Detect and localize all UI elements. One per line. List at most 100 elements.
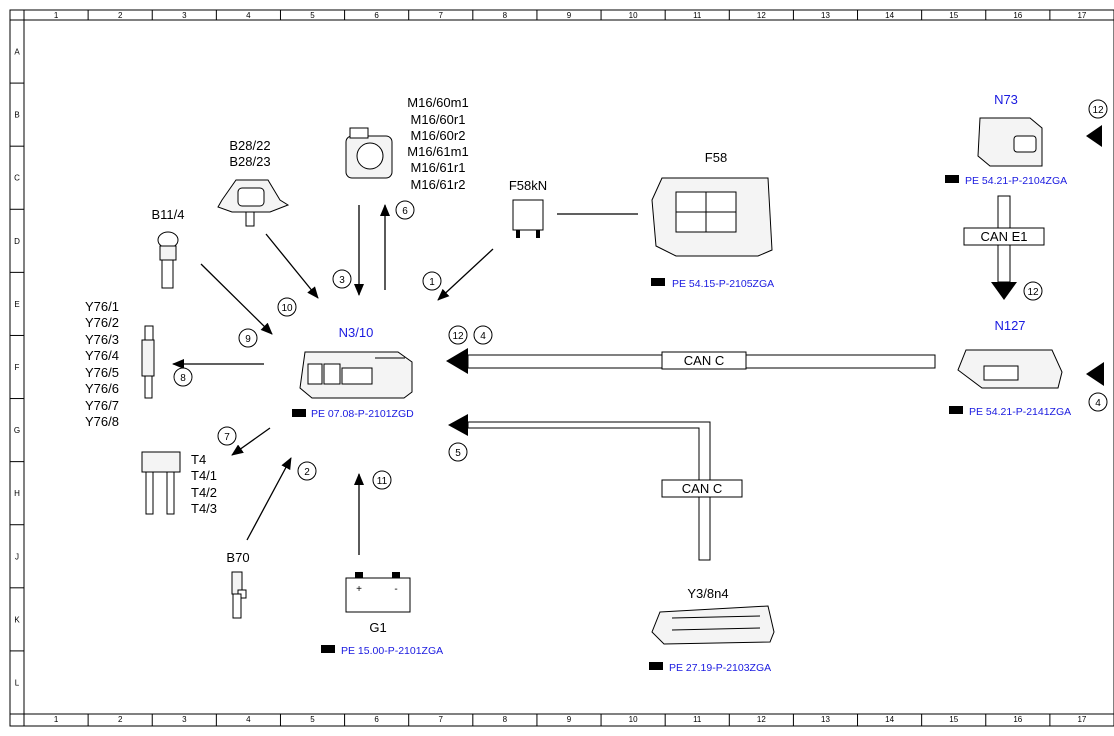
row-letter: D: [14, 237, 20, 246]
m16-throttle-actuator[interactable]: M16/60m1 M16/60r1 M16/60r2 M16/61m1 M16/…: [345, 95, 469, 192]
n3-10-control-unit[interactable]: N3/10 PE 07.08-P-2101ZGD: [292, 325, 414, 420]
column-number: 7: [439, 11, 444, 20]
m16-61m1-label: M16/61m1: [407, 144, 468, 159]
marker-9: 9: [245, 334, 251, 345]
n127-ref-link[interactable]: PE 54.21-P-2141ZGA: [969, 406, 1071, 418]
column-number: 14: [885, 715, 894, 724]
column-number: 13: [821, 715, 830, 724]
marker-2: 2: [304, 467, 310, 478]
column-number: 4: [246, 715, 251, 724]
b70-label: B70: [226, 550, 249, 565]
y76-2-label: Y76/2: [85, 315, 119, 330]
marker-1: 1: [429, 277, 435, 288]
column-number: 13: [821, 11, 830, 20]
f58kn-label: F58kN: [509, 178, 547, 193]
n73-ignition-switch[interactable]: N73 PE 54.21-P-2104ZGA: [945, 92, 1067, 187]
ref-icon: [292, 409, 306, 417]
column-number: 12: [757, 11, 766, 20]
b28-22-label: B28/22: [229, 138, 270, 153]
marker-circles: [173, 99, 1108, 490]
column-number: 10: [629, 715, 638, 724]
off-page-arrows: [1086, 125, 1104, 386]
column-number: 9: [567, 715, 572, 724]
g1-battery[interactable]: + - G1 PE 15.00-P-2101ZGA: [321, 572, 443, 657]
drawing-frame: 1122334455667788991010111112121313141415…: [9, 9, 1114, 727]
ref-icon: [649, 662, 663, 670]
y76-6-label: Y76/6: [85, 381, 119, 396]
marker-7: 7: [224, 432, 230, 443]
y76-1-label: Y76/1: [85, 299, 119, 314]
column-number: 4: [246, 11, 251, 20]
column-number: 7: [439, 715, 444, 724]
column-number: 17: [1077, 715, 1086, 724]
marker-4-b: 4: [1095, 398, 1101, 409]
marker-12-b: 12: [1027, 287, 1039, 298]
b11-4-sensor[interactable]: B11/4: [151, 207, 185, 289]
n73-ref-link[interactable]: PE 54.21-P-2104ZGA: [965, 175, 1067, 187]
column-number: 2: [118, 715, 123, 724]
m16-60r1-label: M16/60r1: [411, 112, 466, 127]
column-number: 6: [374, 11, 379, 20]
row-letter: J: [15, 552, 19, 561]
column-number: 8: [503, 11, 508, 20]
marker-5: 5: [455, 448, 461, 459]
column-number: 1: [54, 11, 59, 20]
marker-12-a: 12: [452, 331, 464, 342]
y76-3-label: Y76/3: [85, 332, 119, 347]
y3-8n4-label: Y3/8n4: [687, 586, 728, 601]
ref-icon: [321, 645, 335, 653]
t4-1-label: T4/1: [191, 468, 217, 483]
n127-control-unit[interactable]: N127 PE 54.21-P-2141ZGA: [949, 318, 1071, 418]
m16-61r2-label: M16/61r2: [411, 177, 466, 192]
column-number: 5: [310, 11, 315, 20]
t4-3-label: T4/3: [191, 501, 217, 516]
marker-12-c: 12: [1092, 105, 1104, 116]
t4-glow-plugs[interactable]: T4 T4/1 T4/2 T4/3: [141, 451, 217, 516]
marker-4: 4: [480, 331, 486, 342]
f58-fuse-box[interactable]: F58 PE 54.15-P-2105ZGA: [651, 150, 774, 290]
g1-ref-link[interactable]: PE 15.00-P-2101ZGA: [341, 645, 443, 657]
y76-injectors[interactable]: Y76/1 Y76/2 Y76/3 Y76/4 Y76/5 Y76/6 Y76/…: [85, 299, 155, 429]
ref-icon: [651, 278, 665, 286]
y76-8-label: Y76/8: [85, 414, 119, 429]
column-number: 11: [693, 11, 702, 20]
column-number: 16: [1013, 11, 1022, 20]
b28-sensors[interactable]: B28/22 B28/23: [217, 138, 290, 227]
m16-60r2-label: M16/60r2: [411, 128, 466, 143]
column-number: 5: [310, 715, 315, 724]
row-letter: H: [14, 489, 20, 498]
f58-ref-link[interactable]: PE 54.15-P-2105ZGA: [672, 278, 774, 290]
battery-minus: -: [394, 584, 397, 595]
row-letter: G: [14, 426, 20, 435]
row-letter: K: [14, 615, 20, 624]
n3-10-label: N3/10: [339, 325, 374, 340]
marker-10: 10: [281, 303, 293, 314]
y3-8n4-control-unit[interactable]: Y3/8n4 PE 27.19-P-2103ZGA: [649, 586, 775, 674]
f58-label: F58: [705, 150, 727, 165]
y3-8n4-ref-link[interactable]: PE 27.19-P-2103ZGA: [669, 662, 771, 674]
can-c-bus-lower: CAN C: [448, 414, 743, 561]
column-number: 12: [757, 715, 766, 724]
f58kn-relay[interactable]: F58kN: [509, 178, 547, 238]
row-letter: F: [15, 363, 20, 372]
m16-60m1-label: M16/60m1: [407, 95, 468, 110]
column-number: 11: [693, 715, 702, 724]
column-number: 14: [885, 11, 894, 20]
column-number: 6: [374, 715, 379, 724]
n3-10-ref-link[interactable]: PE 07.08-P-2101ZGD: [311, 408, 414, 420]
y76-5-label: Y76/5: [85, 365, 119, 380]
signal-lines: [172, 204, 638, 555]
t4-2-label: T4/2: [191, 485, 217, 500]
column-number: 8: [503, 715, 508, 724]
can-c-label-upper: CAN C: [684, 353, 724, 368]
t4-label: T4: [191, 452, 206, 467]
column-number: 3: [182, 715, 187, 724]
b11-4-label: B11/4: [151, 207, 184, 222]
row-letter: B: [14, 111, 19, 120]
column-number: 10: [629, 11, 638, 20]
y76-4-label: Y76/4: [85, 348, 119, 363]
can-e1-label: CAN E1: [981, 229, 1028, 244]
b70-sensor[interactable]: B70: [226, 550, 250, 619]
